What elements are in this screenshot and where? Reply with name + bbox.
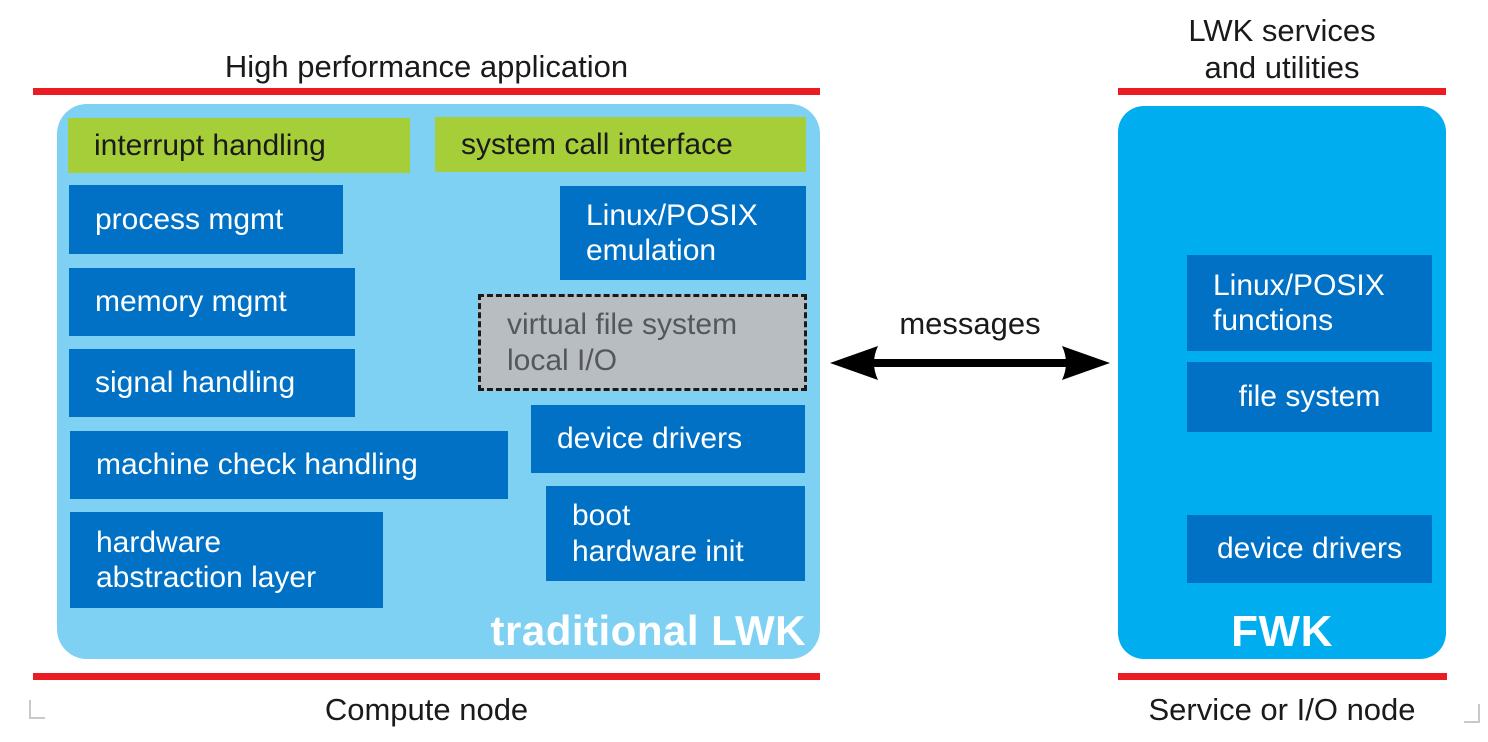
left-bottom-red-divider [33,673,820,680]
bidirectional-arrow-icon [830,346,1110,380]
messages-label: messages [899,306,1041,341]
fwk-panel: Linux/POSIX functions file system device… [1118,106,1446,659]
traditional-lwk-panel: interrupt handling system call interface… [57,104,820,659]
virtual-file-system-box: virtual file system local I/O [478,294,807,391]
machine-check-handling-box: machine check handling [70,431,508,499]
hardware-abstraction-layer-box: hardware abstraction layer [70,512,383,608]
device-drivers-box-lwk: device drivers [531,405,805,473]
right-top-red-divider [1118,88,1446,95]
boot-hardware-init-box: boot hardware init [546,486,805,581]
fwk-label: FWK [1231,607,1333,656]
system-call-interface-box: system call interface [435,117,806,172]
service-io-node-label: Service or I/O node [1148,692,1416,727]
interrupt-handling-box: interrupt handling [68,118,410,173]
traditional-lwk-label: traditional LWK [490,607,806,654]
process-mgmt-box: process mgmt [69,185,343,254]
memory-mgmt-box: memory mgmt [69,268,355,336]
bottom-right-corner-mark [1464,704,1480,723]
device-drivers-box-fwk: device drivers [1187,515,1432,583]
linux-posix-emulation-box: Linux/POSIX emulation [560,186,806,280]
bottom-left-corner-mark [29,700,45,719]
compute-node-label: Compute node [324,692,529,727]
file-system-box: file system [1187,362,1432,432]
right-bottom-red-divider [1118,673,1447,680]
left-column-title: High performance application [224,49,629,84]
linux-posix-functions-box: Linux/POSIX functions [1187,255,1432,351]
left-top-red-divider [33,88,820,95]
messages-arrow [830,340,1110,386]
signal-handling-box: signal handling [69,349,355,417]
right-column-title: LWK services and utilities [1188,13,1376,86]
